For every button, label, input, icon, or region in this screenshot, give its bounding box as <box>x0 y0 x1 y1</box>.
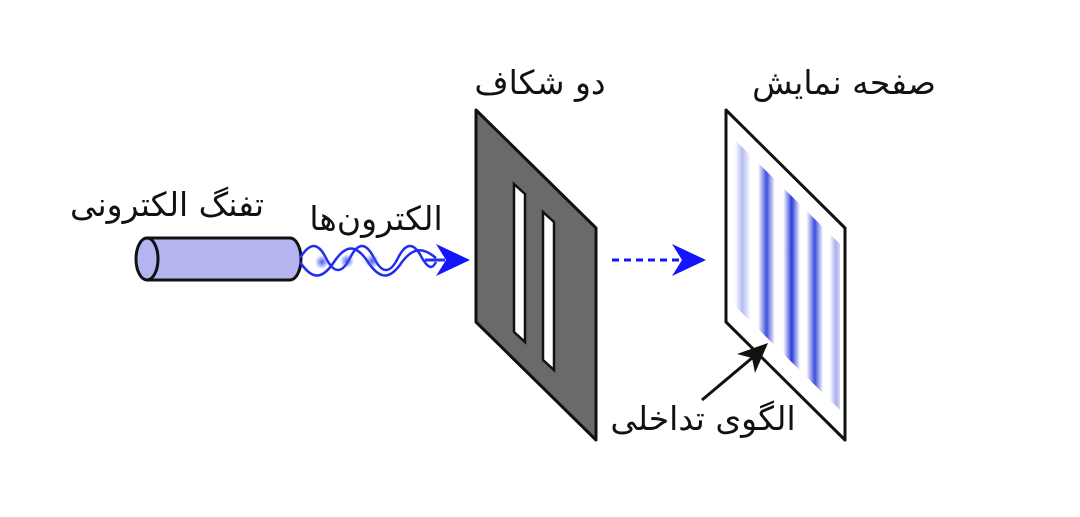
dashed-arrowhead <box>672 244 706 276</box>
gun-body <box>145 236 303 282</box>
slit-1 <box>512 181 527 345</box>
label-electrons: الکترون‌ها <box>309 199 442 238</box>
black-arrow-icon <box>701 343 768 402</box>
electron-dot <box>365 254 379 268</box>
label-screen: صفحه نمایش <box>752 63 936 102</box>
pointer-line <box>701 356 753 402</box>
dashed-arrow-icon <box>612 244 706 276</box>
pointer-arrowhead <box>737 343 768 373</box>
slit-2 <box>541 209 556 373</box>
gun-front-face <box>134 236 160 282</box>
beam-arrowhead <box>436 244 470 276</box>
electron-waves <box>298 244 470 277</box>
electron-gun <box>134 236 303 282</box>
label-electron-gun: تفنگ الکترونی <box>70 185 264 224</box>
label-double-slit: دو شکاف <box>474 63 605 102</box>
interference-fringes <box>733 138 840 410</box>
label-interference-pattern: الگوی تداخلی <box>610 399 795 438</box>
barrier-panel <box>474 108 598 442</box>
detection-screen <box>724 108 847 442</box>
electron-dot <box>340 254 354 268</box>
electron-dot <box>315 255 329 269</box>
double-slit-barrier <box>474 108 598 442</box>
